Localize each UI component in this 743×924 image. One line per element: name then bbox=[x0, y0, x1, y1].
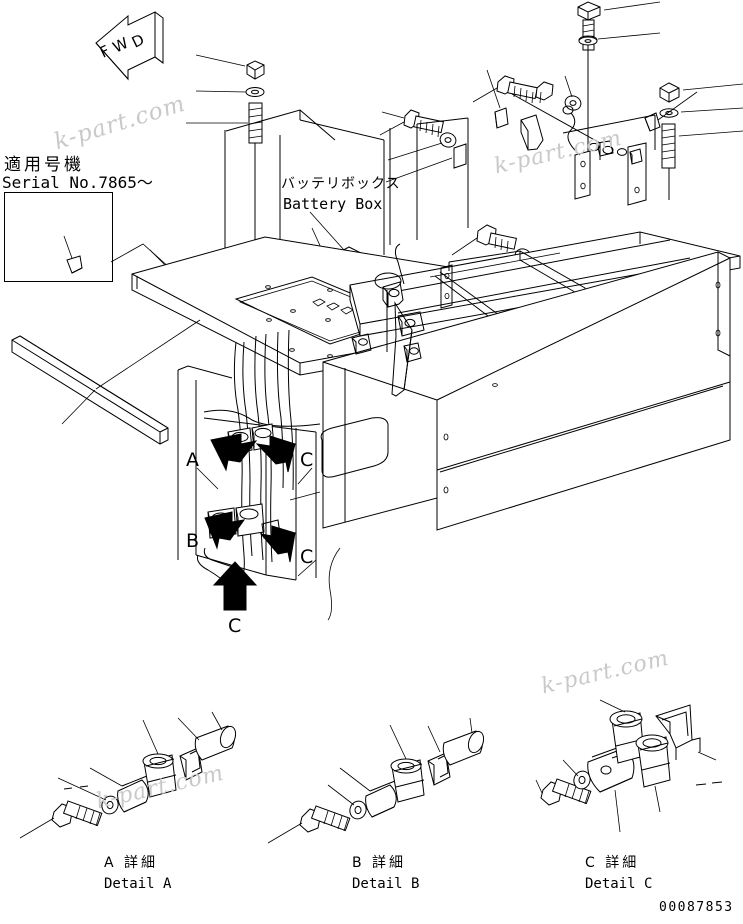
serial-note-japanese: 適用号機 bbox=[4, 155, 84, 175]
callout-arrow-c-mid bbox=[259, 525, 296, 563]
stud-stack-left bbox=[186, 54, 265, 360]
callout-letter-a: A bbox=[186, 449, 199, 471]
frame-rail bbox=[349, 231, 741, 337]
battery-box-label-japanese: バッテリボックス bbox=[281, 176, 401, 192]
callout-arrow-a bbox=[210, 433, 258, 472]
inner-battery-enclosure bbox=[177, 365, 321, 581]
drawing-number: 00087853 bbox=[659, 900, 734, 915]
rail-fasteners bbox=[588, 140, 643, 165]
bolt-group-left-upper bbox=[381, 111, 405, 119]
callout-leaders bbox=[196, 467, 341, 621]
callout-arrow-c-top bbox=[255, 435, 296, 473]
detail-a-view bbox=[19, 711, 237, 839]
callout-letter-b: B bbox=[186, 530, 200, 552]
long-bar-part bbox=[11, 319, 201, 445]
callout-arrow-b bbox=[204, 511, 246, 550]
detail-c-view bbox=[535, 699, 723, 833]
body-panel-right bbox=[320, 251, 731, 531]
callout-arrow-c-bottom bbox=[212, 561, 258, 611]
serial-note-box bbox=[4, 192, 113, 282]
fwd-arrow-icon: F W D bbox=[95, 11, 164, 81]
detail-b-caption-english: Detail B bbox=[352, 876, 420, 892]
svg-text:W: W bbox=[110, 34, 131, 57]
bolt-top-center bbox=[577, 1, 661, 170]
detail-c-caption-english: Detail C bbox=[585, 876, 653, 892]
serial-note-english: Serial No.7865〜 bbox=[2, 173, 153, 192]
stud-stack-right bbox=[659, 82, 743, 200]
callout-letter-c-mid: C bbox=[300, 546, 314, 568]
callout-letter-c-top: C bbox=[300, 449, 314, 471]
battery-box-body bbox=[224, 109, 469, 292]
detail-b-view bbox=[267, 717, 485, 844]
center-bracket-cluster bbox=[351, 243, 453, 397]
detail-b-caption-japanese: B 詳細 bbox=[352, 855, 407, 871]
rail-upright-brackets bbox=[511, 93, 656, 206]
callout-letter-c-bottom: C bbox=[228, 615, 242, 637]
battery-box-label-english: Battery Box bbox=[283, 195, 383, 213]
detail-c-caption-japanese: C 詳細 bbox=[585, 855, 640, 871]
detail-a-caption-english: Detail A bbox=[104, 876, 172, 892]
detail-a-caption-japanese: A 詳細 bbox=[104, 855, 159, 871]
